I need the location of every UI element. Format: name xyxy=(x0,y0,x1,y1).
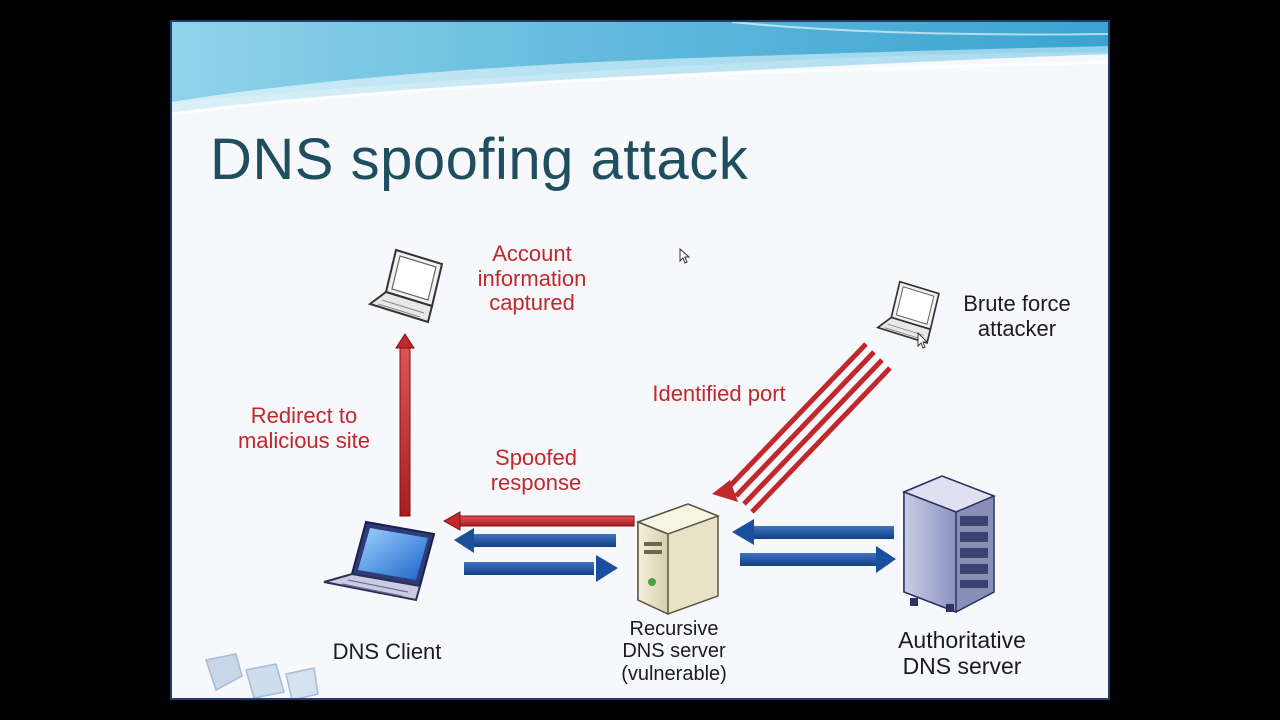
laptop-outline-icon xyxy=(875,280,940,344)
slide-title: DNS spoofing attack xyxy=(210,127,749,192)
redirect-arrow xyxy=(395,333,415,517)
tower-server-icon xyxy=(635,503,721,616)
dns-spoofing-diagram xyxy=(323,248,997,616)
spoofed-response-arrow xyxy=(442,511,635,531)
recursive-server-label: Recursive DNS server (vulnerable) xyxy=(621,618,727,685)
spoofed-response-label: Spoofed response xyxy=(490,445,582,495)
client-query-arrows xyxy=(454,528,618,582)
mouse-pointer-icon xyxy=(679,248,691,264)
rack-server-icon xyxy=(901,475,997,614)
watermark-logo xyxy=(205,653,319,698)
authoritative-query-arrows xyxy=(732,519,896,573)
laptop-blue-icon xyxy=(323,520,436,602)
authoritative-server-label: Authoritative DNS server xyxy=(898,627,1026,679)
laptop-outline-icon xyxy=(367,248,444,324)
identified-port-label: Identified port xyxy=(652,381,786,406)
brute-force-arrows xyxy=(726,342,892,514)
header-wave-banner xyxy=(172,22,1108,116)
redirect-label: Redirect to malicious site xyxy=(237,403,371,453)
slide: DNS spoofing attack xyxy=(170,20,1110,700)
brute-force-label: Brute force attacker xyxy=(963,291,1071,341)
brute-force-arrowhead xyxy=(712,480,738,502)
dns-client-label: DNS Client xyxy=(332,639,442,664)
mouse-pointer-icon xyxy=(917,332,929,349)
account-info-label: Account information captured xyxy=(477,241,587,316)
